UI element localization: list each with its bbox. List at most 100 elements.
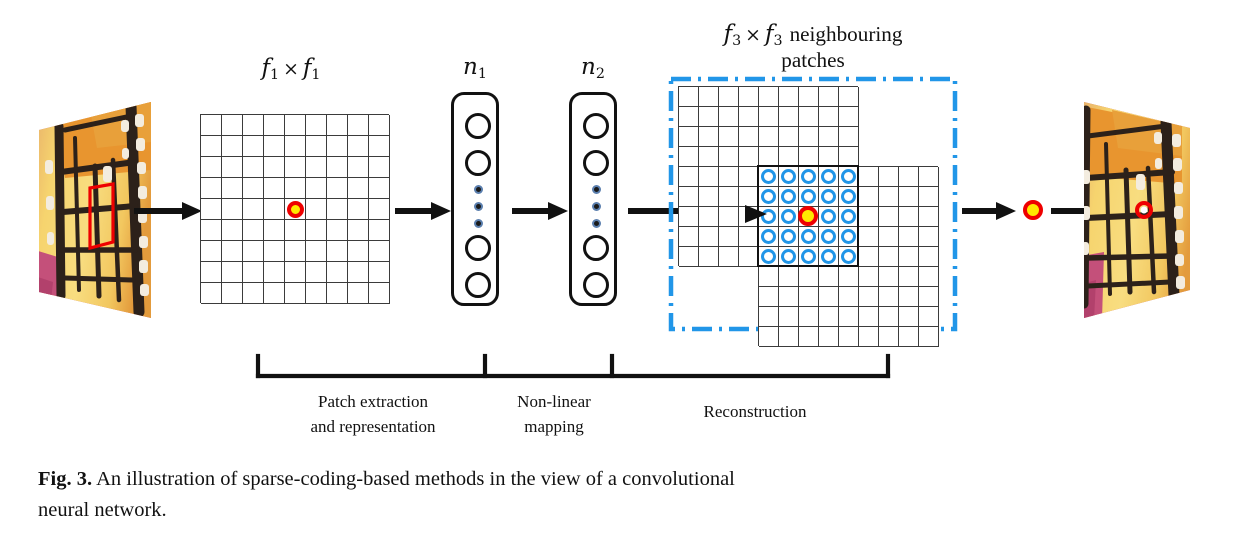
recon-upper-cell <box>819 147 839 167</box>
recon-upper-cell <box>679 247 699 267</box>
figure-caption-line1: An illustration of sparse-coding-based m… <box>96 468 735 490</box>
recon-upper-cell <box>779 227 799 247</box>
recon-upper-cell <box>699 107 719 127</box>
recon-upper-cell <box>739 87 759 107</box>
recon-lower-cell <box>879 227 899 247</box>
recon-upper-cell <box>819 187 839 207</box>
figure-caption: Fig. 3. An illustration of sparse-coding… <box>38 464 1206 526</box>
recon-upper-cell <box>699 227 719 247</box>
neuron-node <box>583 235 609 261</box>
recon-lower-cell <box>799 327 819 347</box>
recon-lower-cell <box>799 307 819 327</box>
recon-lower-cell <box>779 307 799 327</box>
recon-upper-cell <box>779 147 799 167</box>
times-operator-1: × <box>283 58 299 80</box>
recon-lower-cell <box>899 287 919 307</box>
input-grid-cell <box>348 283 369 304</box>
recon-upper-cell <box>759 187 779 207</box>
recon-lower-cell <box>879 247 899 267</box>
recon-upper-cell <box>819 207 839 227</box>
recon-lower-cell <box>879 187 899 207</box>
input-grid-cell <box>243 199 264 220</box>
input-grid-cell <box>222 241 243 262</box>
recon-upper-cell <box>799 227 819 247</box>
patch-circle <box>780 208 796 224</box>
patch-circle <box>800 168 816 184</box>
input-grid-cell <box>264 241 285 262</box>
recon-lower-cell <box>899 227 919 247</box>
input-feature-grid <box>200 114 390 304</box>
recon-lower-cell <box>839 327 859 347</box>
recon-lower-cell <box>899 187 919 207</box>
neighbouring-patch-circles <box>758 166 858 266</box>
input-grid-cell <box>348 220 369 241</box>
label-patches: patches <box>781 47 845 72</box>
recon-lower-cell <box>799 287 819 307</box>
input-grid-cell <box>327 136 348 157</box>
label-n1: n1 <box>463 54 487 82</box>
recon-upper-cell <box>759 207 779 227</box>
recon-upper-cell <box>799 207 819 227</box>
recon-upper-cell <box>699 147 719 167</box>
input-grid-cell <box>327 199 348 220</box>
recon-lower-cell <box>759 267 779 287</box>
recon-lower-cell <box>879 207 899 227</box>
recon-lower-cell <box>899 207 919 227</box>
recon-lower-cell <box>919 167 939 187</box>
input-grid-cell <box>369 115 390 136</box>
patch-circle <box>800 188 816 204</box>
label-f3-left: f3 <box>723 21 742 49</box>
recon-lower-cell <box>899 167 919 187</box>
recon-upper-cell <box>819 227 839 247</box>
input-grid-cell <box>222 178 243 199</box>
recon-lower-cell <box>919 247 939 267</box>
recon-upper-cell <box>759 227 779 247</box>
recon-upper-cell <box>819 87 839 107</box>
arrow-input-to-grid <box>134 202 202 220</box>
recon-lower-cell <box>779 267 799 287</box>
recon-upper-cell <box>699 187 719 207</box>
input-grid-cell <box>285 199 306 220</box>
recon-lower-cell <box>859 267 879 287</box>
recon-upper-cell <box>759 127 779 147</box>
input-grid-cell <box>285 178 306 199</box>
input-grid-cell <box>264 283 285 304</box>
input-grid-cell <box>327 241 348 262</box>
output-image <box>1082 100 1202 320</box>
input-grid-cell <box>264 262 285 283</box>
input-butterfly-svg <box>39 102 151 318</box>
input-grid-cell <box>201 283 222 304</box>
recon-lower-cell <box>819 307 839 327</box>
recon-lower-cell <box>859 207 879 227</box>
recon-upper-cell <box>679 187 699 207</box>
recon-lower-cell <box>859 327 879 347</box>
recon-upper-cell <box>799 107 819 127</box>
recon-upper-cell <box>739 107 759 127</box>
recon-upper-cell <box>719 107 739 127</box>
input-grid-cell <box>201 241 222 262</box>
vertical-ellipsis-dot <box>473 219 483 228</box>
input-grid-cell <box>327 262 348 283</box>
recon-upper-cell <box>819 107 839 127</box>
input-grid-cell <box>222 220 243 241</box>
input-grid-cell <box>348 178 369 199</box>
input-grid-cell <box>285 262 306 283</box>
recon-lower-cell <box>879 327 899 347</box>
recon-lower-cell <box>879 287 899 307</box>
recon-lower-cell <box>879 267 899 287</box>
recon-lower-cell <box>839 307 859 327</box>
recon-lower-cell <box>859 287 879 307</box>
patch-circle <box>820 208 836 224</box>
recon-upper-cell <box>739 127 759 147</box>
recon-upper-cell <box>699 167 719 187</box>
neuron-node <box>583 150 609 176</box>
input-grid-cell <box>306 220 327 241</box>
input-grid-cell <box>264 178 285 199</box>
recon-lower-cell <box>859 167 879 187</box>
recon-upper-cell <box>779 107 799 127</box>
figure-caption-line2: neural network. <box>38 499 167 522</box>
input-grid-cell <box>348 136 369 157</box>
n2-column <box>569 92 617 306</box>
